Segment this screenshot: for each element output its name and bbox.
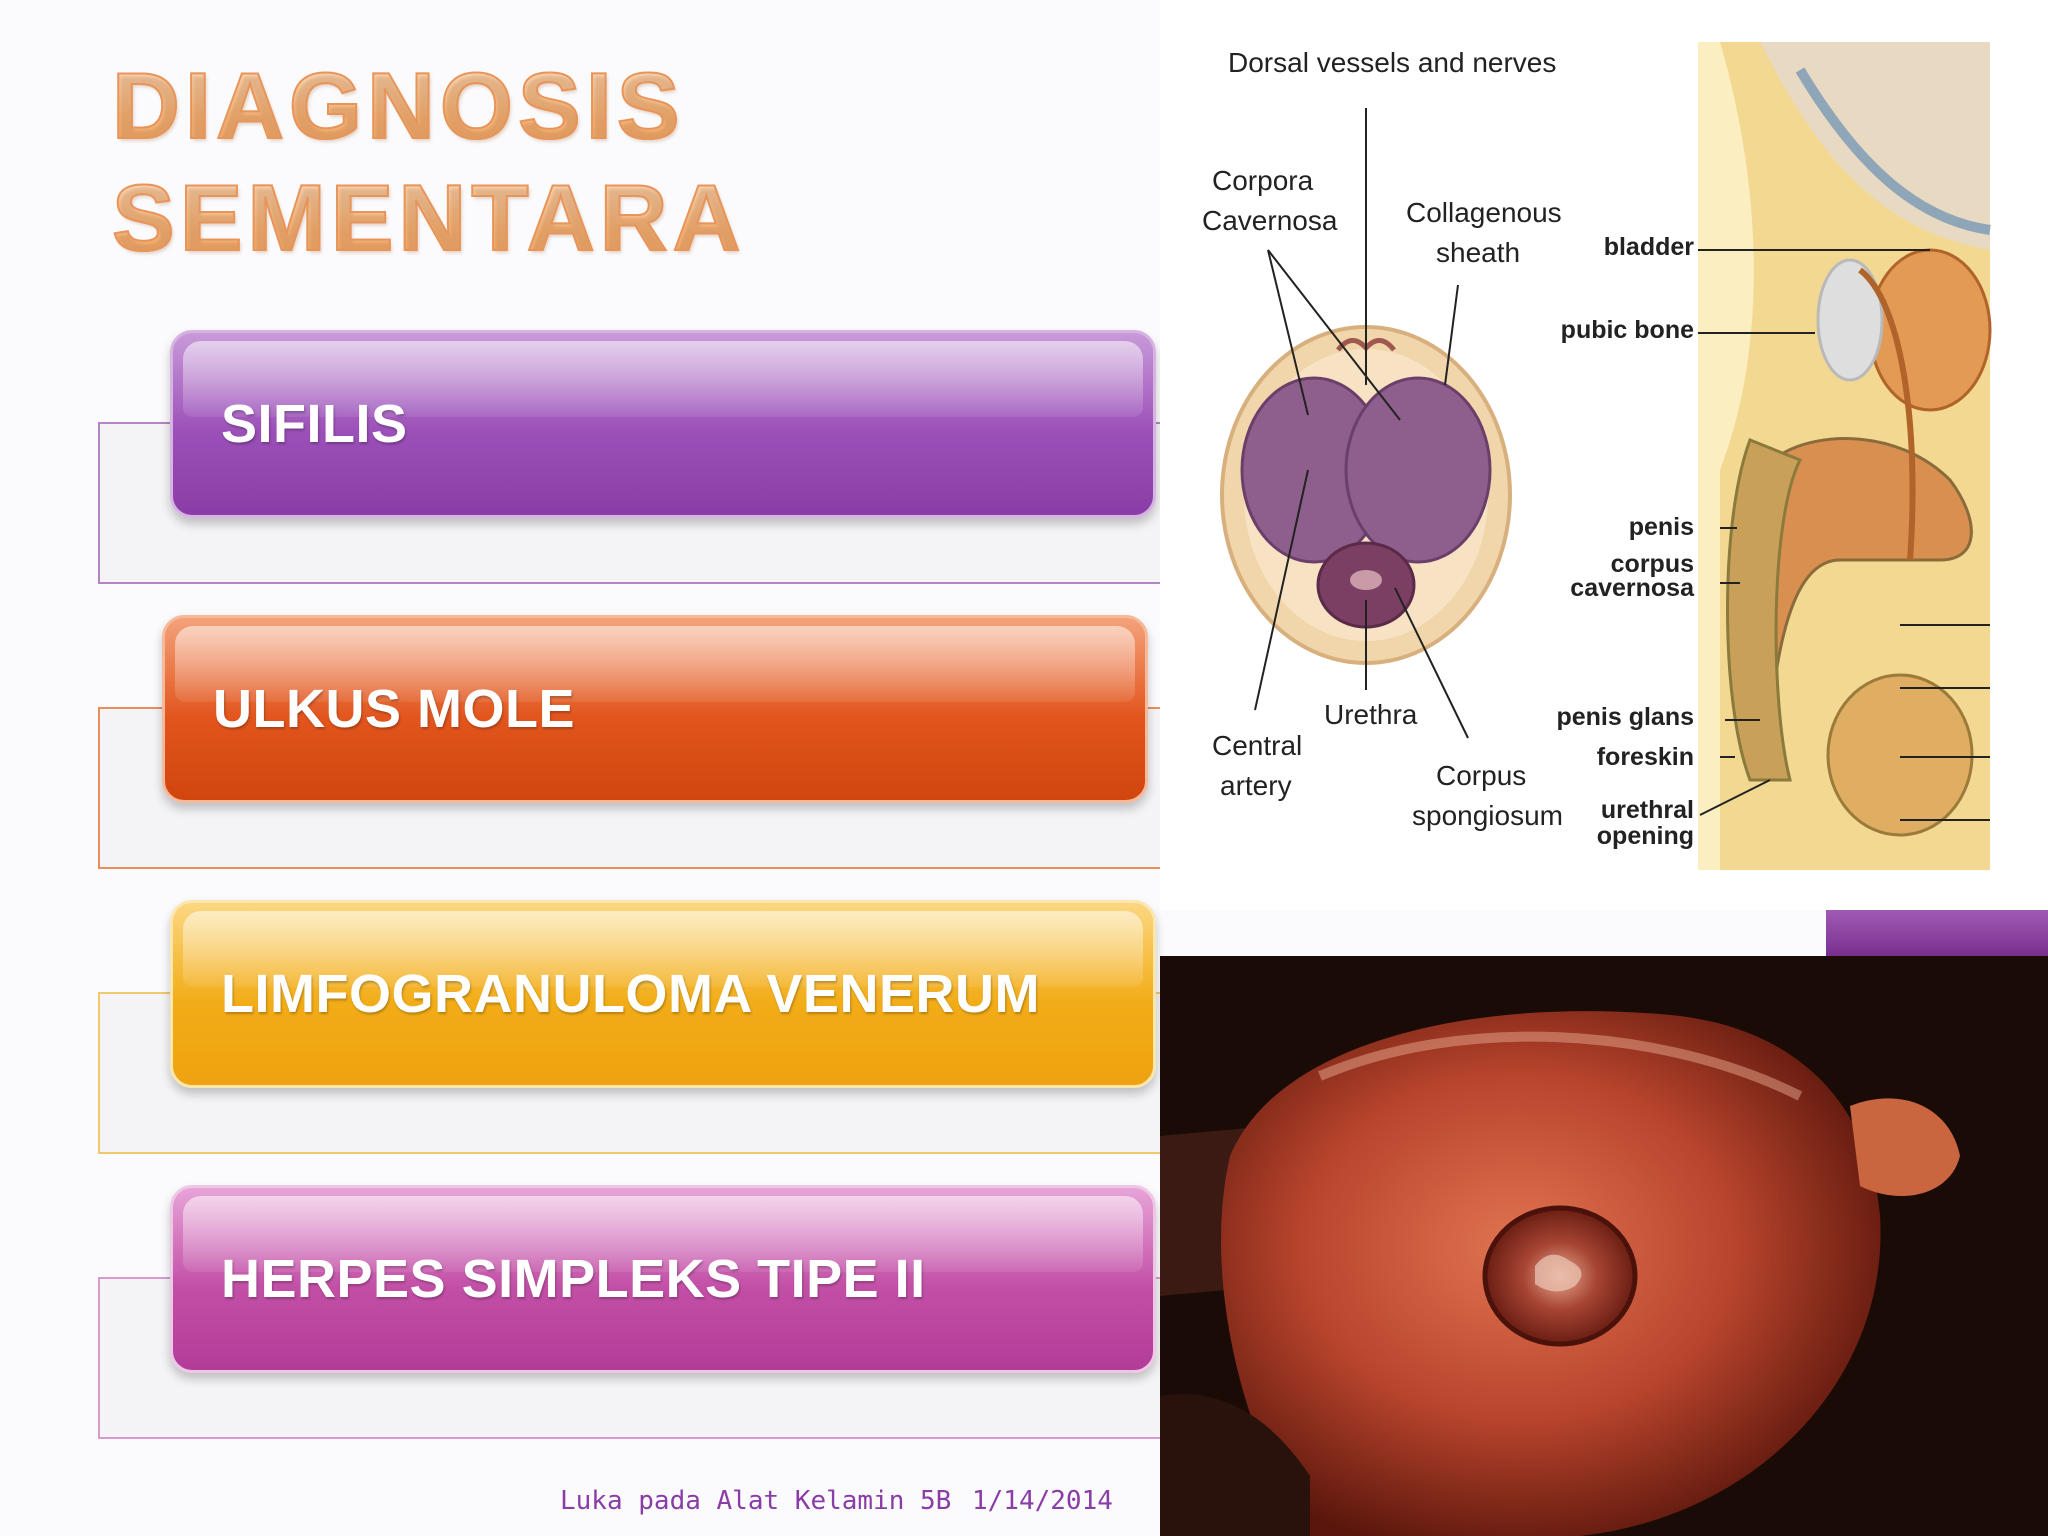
title-line-2: SEMENTARA: [111, 162, 812, 274]
label-foreskin: foreskin: [1597, 743, 1694, 771]
diagnosis-label: HERPES SIMPLEKS TIPE II: [221, 1249, 926, 1309]
label-sheath: sheath: [1436, 237, 1520, 268]
label-urethra: Urethra: [1324, 699, 1418, 730]
label-collagenous: Collagenous: [1406, 197, 1562, 228]
diagnosis-item: HERPES SIMPLEKS TIPE II: [0, 1185, 1160, 1439]
diagnosis-label: ULKUS MOLE: [213, 679, 575, 739]
label-penis-glans: penis glans: [1556, 703, 1694, 731]
diagnosis-label: SIFILIS: [221, 394, 408, 454]
footer-title: Luka pada Alat Kelamin 5B: [560, 1486, 952, 1516]
lesion-photo-svg: [1160, 956, 2048, 1536]
accent-tab: [1826, 910, 2048, 956]
diagnosis-item: LIMFOGRANULOMA VENERUM: [0, 900, 1160, 1154]
sagittal-diagram: [1698, 42, 1992, 870]
label-artery: artery: [1220, 770, 1292, 801]
slide-title: DIAGNOSIS SEMENTARA: [111, 50, 812, 274]
label-cavernosa: Cavernosa: [1202, 205, 1338, 236]
diagnosis-item: ULKUS MOLE: [0, 615, 1160, 869]
label-corpus: Corpus: [1436, 760, 1526, 791]
diagnosis-bar: SIFILIS: [170, 330, 1156, 518]
cross-section-diagram: [1220, 108, 1512, 739]
footer-date: 1/14/2014: [972, 1486, 1113, 1516]
label-opening: opening: [1597, 822, 1694, 850]
diagnosis-bar: HERPES SIMPLEKS TIPE II: [170, 1185, 1156, 1373]
clinical-photo: [1160, 956, 2048, 1536]
label-corpus: corpus: [1611, 550, 1694, 578]
label-corpora: Corpora: [1212, 165, 1314, 196]
diagnosis-item: SIFILIS: [0, 330, 1160, 584]
label-dorsal: Dorsal vessels and nerves: [1228, 47, 1556, 78]
diagnosis-bar: LIMFOGRANULOMA VENERUM: [170, 900, 1156, 1088]
label-penis: penis: [1629, 513, 1694, 541]
label-pubic-bone: pubic bone: [1561, 316, 1694, 344]
label-spongiosum: spongiosum: [1412, 800, 1563, 831]
label-cavernosa: cavernosa: [1570, 574, 1695, 602]
anatomy-svg: Dorsal vessels and nerves Corpora Cavern…: [1202, 42, 1992, 870]
diagnosis-label: LIMFOGRANULOMA VENERUM: [221, 964, 1040, 1024]
label-urethral: urethral: [1601, 796, 1694, 824]
diagnosis-bar: ULKUS MOLE: [162, 615, 1148, 803]
anatomy-diagrams: Dorsal vessels and nerves Corpora Cavern…: [1160, 0, 2048, 910]
label-bladder: bladder: [1604, 233, 1695, 261]
label-central: Central: [1212, 730, 1302, 761]
title-line-1: DIAGNOSIS: [111, 50, 812, 162]
